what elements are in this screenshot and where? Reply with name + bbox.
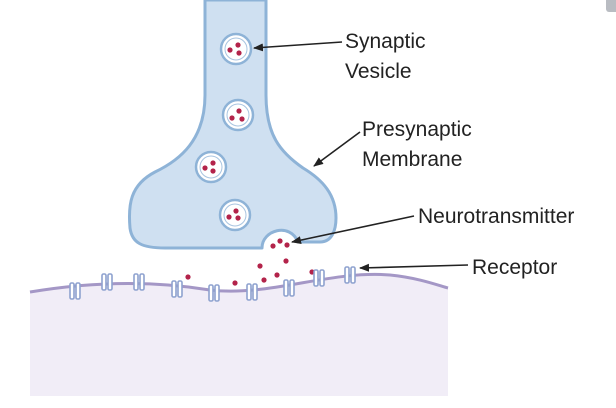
presynaptic-membrane-label-line2: Membrane — [362, 148, 463, 171]
fusing-vesicle — [270, 238, 290, 249]
receptor-label: Receptor — [472, 256, 558, 279]
membrane-arrow — [313, 131, 361, 167]
neurotransmitter-label: Neurotransmitter — [418, 205, 575, 228]
synaptic-vesicle — [194, 150, 228, 184]
label-arrows — [253, 41, 469, 272]
postsynaptic-membrane — [29, 272, 449, 294]
receptor — [69, 282, 81, 300]
synaptic-vesicle — [218, 198, 252, 232]
synaptic-vesicle — [219, 32, 253, 66]
receptor — [133, 273, 145, 291]
neurotransmitter-molecules — [185, 258, 315, 286]
neurotransmitter-arrow — [291, 215, 415, 245]
receptor — [344, 266, 356, 284]
synaptic-vesicle — [221, 98, 255, 132]
receptor — [208, 284, 220, 302]
presynaptic-membrane-label-line1: Presynaptic — [362, 118, 472, 141]
vesicle-arrow — [253, 41, 343, 52]
postsynaptic-cytoplasm — [30, 274, 448, 396]
receptor — [101, 273, 113, 291]
receptor — [171, 280, 183, 298]
synaptic-vesicle-label: Synaptic Vesicle — [345, 27, 426, 87]
receptor — [313, 269, 325, 287]
synaptic-vesicle-label-line1: Synaptic — [345, 30, 426, 53]
receptors — [69, 266, 356, 302]
receptor — [246, 283, 258, 301]
synaptic-vesicle-label-line2: Vesicle — [345, 60, 412, 83]
postsynaptic-cell — [29, 272, 449, 396]
receptor — [283, 279, 295, 297]
presynaptic-membrane-label: Presynaptic Membrane — [362, 115, 472, 175]
corner-tab[interactable] — [606, 0, 616, 12]
receptor-arrow — [359, 263, 469, 272]
